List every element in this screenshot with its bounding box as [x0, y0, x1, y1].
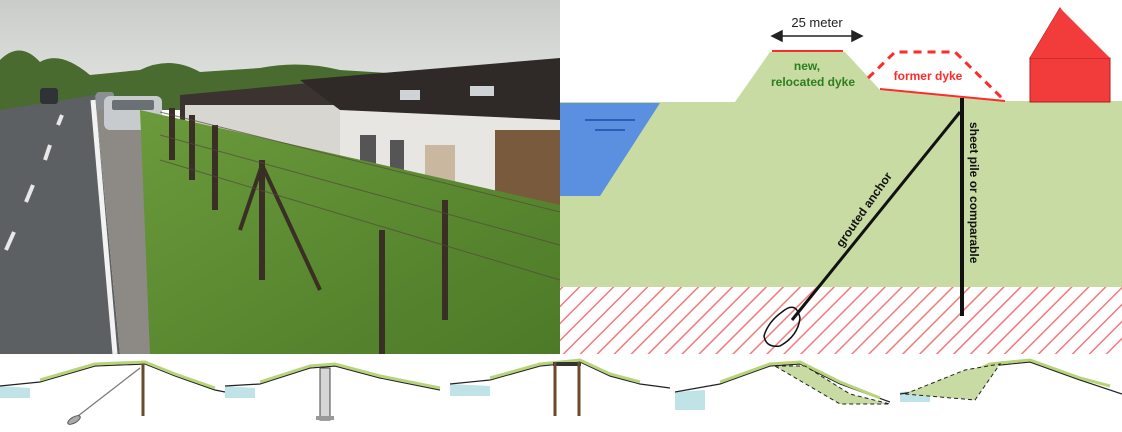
new-dyke-label-line1: new,	[794, 59, 820, 73]
grouted-anchor	[790, 111, 962, 321]
sketch-anchor-option	[0, 360, 226, 425]
former-dyke-outline	[866, 50, 1007, 103]
sketch-wall-option	[224, 362, 441, 421]
water-body	[560, 103, 660, 196]
dyke-road-photo	[0, 0, 560, 354]
dyke-body	[560, 52, 1122, 287]
sketch-double-pile-option	[449, 358, 671, 416]
former-dyke-label: former dyke	[894, 69, 963, 83]
water-icon	[585, 119, 635, 131]
house-icon	[1029, 7, 1111, 103]
reinforcement-options-strip	[0, 354, 1122, 432]
road-edge-line	[90, 99, 118, 354]
dyke-slope-grass	[140, 110, 560, 354]
grout-bulb	[763, 306, 801, 348]
former-dyke-base	[879, 88, 1006, 102]
new-dyke-label-line2: relocated dyke	[771, 75, 855, 89]
fence	[169, 108, 448, 354]
fence-wire	[159, 111, 560, 281]
width-dimension-arrow	[770, 29, 864, 43]
road	[0, 95, 120, 354]
dyke-cross-section-diagram: 25 meter new, relocated dyke former dyke…	[560, 7, 1122, 354]
center-dashes	[4, 114, 64, 251]
sketch-outer-slope-option	[899, 358, 1122, 402]
width-label: 25 meter	[791, 15, 843, 30]
subsoil-layer	[560, 287, 1122, 354]
sheet-pile-label: sheet pile or comparable	[967, 122, 981, 264]
sketch-inner-slope-option	[674, 360, 891, 410]
